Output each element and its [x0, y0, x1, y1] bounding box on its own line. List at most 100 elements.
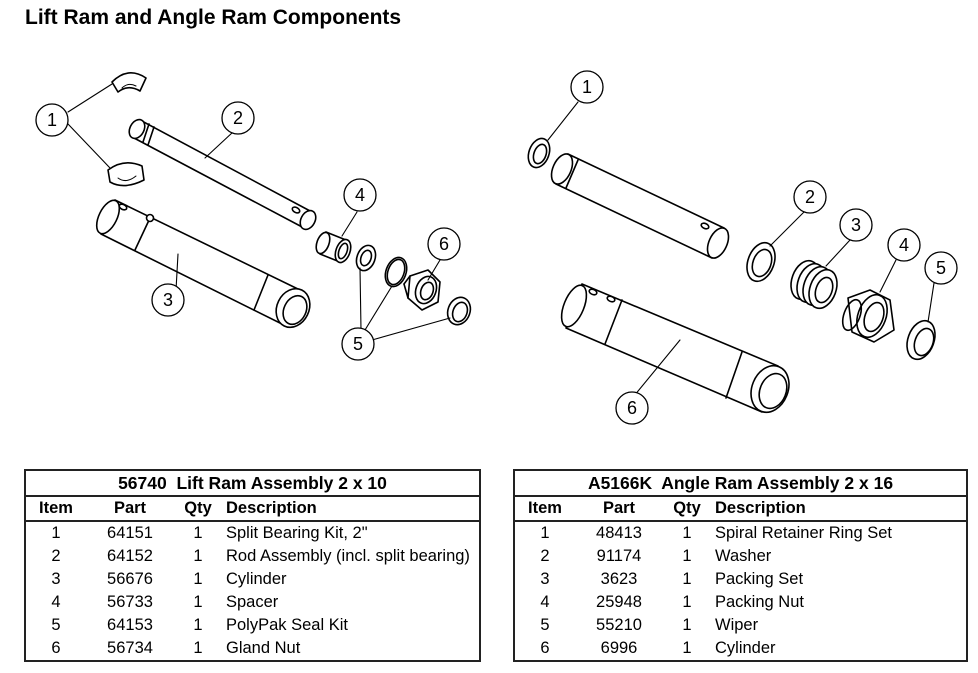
angle-callout-4-label: 4: [899, 235, 909, 255]
table-row: 2 91174 1 Washer: [514, 545, 967, 568]
qty-cell: 1: [682, 547, 692, 565]
item-cell: 4: [51, 593, 61, 611]
column-header-qty: Qty: [174, 496, 222, 522]
part-cell: 56733: [107, 593, 153, 611]
lift-callout-1: [35, 103, 69, 137]
angle-cylinder: [560, 283, 790, 414]
lift-cylinder: [95, 199, 311, 329]
lift-callout-5-label: 5: [353, 334, 363, 354]
item-cell: 1: [540, 524, 550, 542]
lift-callout-2-label: 2: [233, 108, 243, 128]
qty-cell: 1: [193, 593, 203, 611]
qty-cell: 1: [193, 570, 203, 588]
description-cell: Packing Nut: [715, 593, 804, 611]
lift-assembly-name: Lift Ram Assembly 2 x 10: [176, 472, 387, 493]
angle-callout-5: [924, 251, 958, 285]
angle-callout-1-label: 1: [582, 77, 592, 97]
qty-cell: 1: [193, 547, 203, 565]
description-cell: Spiral Retainer Ring Set: [715, 524, 893, 542]
table-row: 2 64152 1 Rod Assembly (incl. split bear…: [25, 545, 480, 568]
angle-rod: [550, 153, 730, 259]
part-cell: 91174: [596, 547, 642, 565]
angle-leader-lines: [547, 101, 935, 397]
angle-ram-parts-table: A5166K Angle Ram Assembly 2 x 16 Item Pa…: [513, 469, 968, 662]
description-cell: Packing Set: [715, 570, 804, 588]
angle-callout-2: [793, 180, 827, 214]
qty-cell: 1: [193, 616, 203, 634]
table-row: 5 64153 1 PolyPak Seal Kit: [25, 614, 480, 637]
qty-cell: 1: [682, 639, 692, 657]
part-cell: 56734: [107, 639, 153, 657]
column-header-description: Description: [222, 496, 480, 522]
item-cell: 1: [51, 524, 61, 542]
angle-assembly-part-number: A5166K: [587, 472, 653, 493]
lift-assembly-part-number: 56740: [118, 472, 167, 493]
table-row: 1 48413 1 Spiral Retainer Ring Set: [514, 521, 967, 545]
part-cell: 55210: [596, 616, 642, 634]
lift-callout-6: [427, 227, 461, 261]
lift-split-bearing-top: [111, 72, 147, 93]
angle-wiper: [906, 319, 936, 361]
item-cell: 3: [51, 570, 61, 588]
angle-callout-1: [570, 70, 604, 104]
qty-cell: 1: [193, 639, 203, 657]
angle-callout-3: [839, 208, 873, 242]
angle-callout-2-label: 2: [805, 187, 815, 207]
part-cell: 56676: [107, 570, 153, 588]
column-header-qty: Qty: [663, 496, 711, 522]
description-cell: Spacer: [226, 593, 279, 611]
column-header-part: Part: [86, 496, 174, 522]
column-header-item: Item: [514, 496, 575, 522]
description-cell: Gland Nut: [226, 639, 301, 657]
qty-cell: 1: [682, 616, 692, 634]
description-cell: Washer: [715, 547, 772, 565]
description-cell: Cylinder: [226, 570, 287, 588]
item-cell: 2: [540, 547, 550, 565]
angle-callout-6-label: 6: [627, 398, 637, 418]
lift-gland-nut: [403, 269, 441, 311]
lift-callout-3: [151, 283, 185, 317]
page-title: Lift Ram and Angle Ram Components: [25, 6, 402, 29]
angle-packing-set: [790, 259, 838, 310]
part-cell: 25948: [596, 593, 642, 611]
lift-polypak-seal-kit: [355, 244, 472, 326]
table-row: 3 3623 1 Packing Set: [514, 568, 967, 591]
lift-table-caption: 56740 Lift Ram Assembly 2 x 10: [25, 470, 480, 497]
description-cell: Rod Assembly (incl. split bearing): [226, 547, 470, 565]
table-row: 6 56734 1 Gland Nut: [25, 637, 480, 661]
item-cell: 2: [51, 547, 61, 565]
item-cell: 5: [540, 616, 550, 634]
part-cell: 6996: [600, 639, 638, 657]
part-cell: 64153: [107, 616, 153, 634]
lift-callout-1-label: 1: [47, 110, 57, 130]
lift-ram-parts-table: 56740 Lift Ram Assembly 2 x 10 Item Part…: [24, 469, 481, 662]
description-cell: PolyPak Seal Kit: [226, 616, 348, 634]
lift-leader-lines: [67, 83, 451, 341]
angle-callout-5-label: 5: [936, 258, 946, 278]
lift-callout-3-label: 3: [163, 290, 173, 310]
part-cell: 64152: [107, 547, 153, 565]
lift-callout-5: [341, 327, 375, 361]
qty-cell: 1: [193, 524, 203, 542]
lift-callouts: [35, 101, 461, 361]
item-cell: 4: [540, 593, 550, 611]
item-cell: 5: [51, 616, 61, 634]
angle-table-caption: A5166K Angle Ram Assembly 2 x 16: [514, 470, 967, 497]
angle-callout-4: [887, 228, 921, 262]
exploded-parts-diagram: 1 2 3 4 5 6 1 2 3 4 5 6: [35, 70, 958, 425]
table-row: 1 64151 1 Split Bearing Kit, 2": [25, 521, 480, 545]
angle-assembly-name: Angle Ram Assembly 2 x 16: [661, 472, 894, 493]
table-row: 4 25948 1 Packing Nut: [514, 591, 967, 614]
description-cell: Wiper: [715, 616, 759, 634]
angle-callouts: [570, 70, 958, 425]
angle-packing-nut: [841, 289, 895, 343]
lift-rod-assembly: [128, 118, 317, 231]
lift-callout-6-label: 6: [439, 234, 449, 254]
qty-cell: 1: [682, 570, 692, 588]
part-cell: 3623: [600, 570, 638, 588]
lift-callout-4: [343, 178, 377, 212]
angle-washer: [746, 241, 776, 283]
qty-cell: 1: [682, 593, 692, 611]
lift-split-bearing-bottom: [107, 162, 145, 187]
table-row: 5 55210 1 Wiper: [514, 614, 967, 637]
